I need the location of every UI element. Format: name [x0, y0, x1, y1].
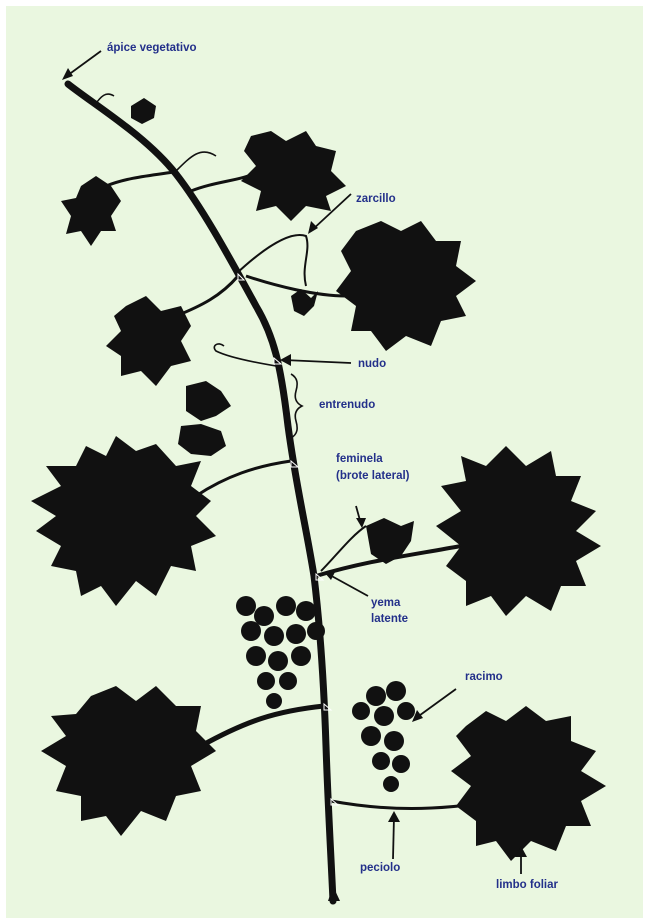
petiole	[201, 706, 324, 746]
label-apice-vegetativo: ápice vegetativo	[107, 41, 196, 56]
label-feminela: feminela	[336, 452, 383, 467]
diagram-canvas: ápice vegetativo zarcillo nudo entrenudo…	[6, 6, 643, 918]
leaf-large-left	[31, 436, 216, 606]
tendril	[176, 152, 216, 171]
leaf-bottom-right	[451, 706, 606, 861]
label-nudo: nudo	[358, 357, 386, 372]
label-zarcillo: zarcillo	[356, 192, 396, 207]
tendril	[236, 235, 307, 286]
leaf-top	[241, 131, 346, 221]
arrow-nudo	[284, 360, 351, 363]
grape-cluster-lower	[352, 681, 415, 792]
petiole	[176, 276, 238, 316]
label-racimo: racimo	[465, 670, 503, 685]
arrow-racimo	[416, 689, 456, 718]
arrow-yema	[328, 574, 368, 596]
tendril	[214, 344, 276, 366]
grapevine-illustration	[6, 6, 643, 918]
leaf-upper-left	[61, 176, 121, 246]
internode-bracket	[291, 374, 302, 438]
leaf-small	[186, 381, 231, 421]
petiole	[106, 172, 174, 186]
label-entrenudo: entrenudo	[319, 398, 375, 413]
leaf-upper-right	[336, 221, 476, 351]
grape-cluster-upper	[236, 596, 325, 709]
label-yema: yema	[371, 596, 400, 611]
leaf-mid-left	[106, 296, 191, 386]
arrow-peciolo	[393, 816, 394, 859]
label-brote-lateral: (brote lateral)	[336, 469, 410, 484]
petiole	[196, 461, 291, 496]
leaf-small	[178, 424, 226, 456]
leaf-bottom-left	[41, 686, 216, 836]
label-limbo-foliar: limbo foliar	[496, 878, 558, 893]
leaf-small	[131, 98, 156, 124]
label-latente: latente	[371, 612, 408, 627]
leaf-large-right	[436, 446, 601, 616]
label-peciolo: peciolo	[360, 861, 400, 876]
